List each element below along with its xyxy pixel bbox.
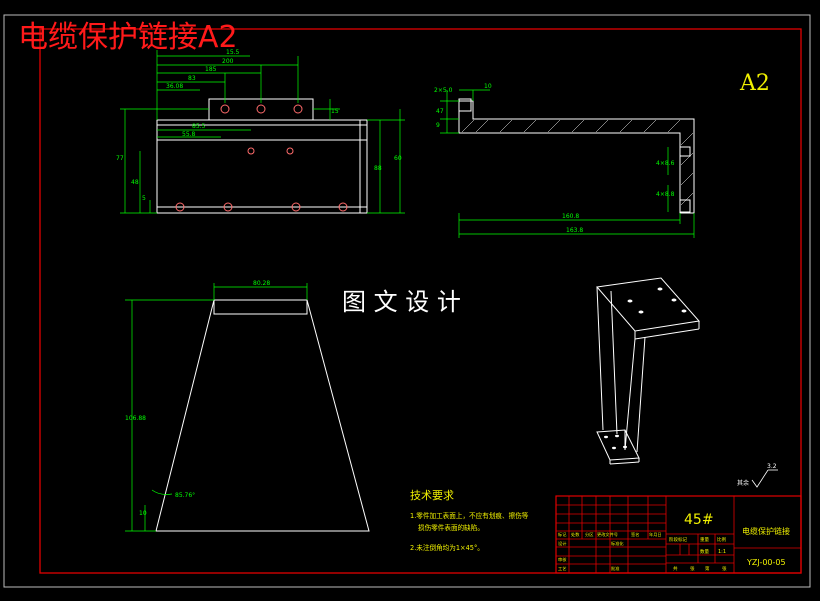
isometric-view — [596, 277, 700, 465]
surface-finish-symbol — [751, 469, 778, 488]
svg-text:4×8.8: 4×8.8 — [656, 191, 675, 198]
svg-text:185: 185 — [205, 66, 217, 73]
front-view-trapezoid — [155, 299, 370, 532]
svg-text:200: 200 — [222, 58, 234, 65]
svg-text:批准: 批准 — [611, 565, 619, 572]
svg-text:比例: 比例 — [717, 536, 726, 543]
front-view — [155, 299, 370, 532]
tech-req-line: 1.零件加工表面上，不应有划痕、擦伤等 — [410, 511, 529, 520]
outer-frame — [3, 14, 811, 588]
svg-text:标准化: 标准化 — [611, 540, 624, 547]
svg-text:审核: 审核 — [558, 556, 567, 563]
tech-req-line: 损伤零件表面的缺陷。 — [418, 523, 484, 532]
sheet-title: 电缆保护链接A2 — [18, 20, 238, 55]
top-view-dim-text: 15.5 200 185 83 36.08 15 77 88 85.5 55.8… — [116, 49, 402, 202]
svg-text:163.8: 163.8 — [566, 227, 583, 234]
svg-text:83: 83 — [188, 75, 196, 82]
svg-text:分区: 分区 — [585, 531, 593, 538]
side-view-dim-text: 2×5.0 10 47 9 4×8.6 4×8.8 160.8 163.8 — [434, 83, 675, 234]
svg-text:80.28: 80.28 — [253, 280, 270, 287]
bolt-hole — [291, 202, 301, 212]
svg-text:重量: 重量 — [700, 536, 709, 543]
svg-text:85.76°: 85.76° — [175, 492, 195, 499]
svg-text:15.5: 15.5 — [226, 49, 240, 56]
scale-value: 1:1 — [718, 549, 726, 555]
front-view-dim-text: 80.28 106.88 85.76° 10 — [125, 280, 270, 517]
svg-text:15: 15 — [331, 108, 339, 115]
material-label: 45# — [684, 512, 714, 528]
svg-text:2×5.0: 2×5.0 — [434, 87, 453, 94]
bolt-hole — [223, 202, 233, 212]
svg-text:张: 张 — [690, 565, 695, 572]
sheet-size-label: A2 — [739, 71, 770, 96]
svg-text:60: 60 — [394, 155, 402, 162]
svg-text:4×8.6: 4×8.6 — [656, 160, 675, 167]
svg-text:9: 9 — [436, 122, 440, 129]
svg-text:设计: 设计 — [558, 540, 566, 547]
bolt-hole — [338, 202, 348, 212]
bolt-hole — [293, 104, 303, 114]
svg-text:10: 10 — [139, 510, 147, 517]
svg-text:160.8: 160.8 — [562, 213, 579, 220]
title-block — [555, 495, 802, 574]
title-block-text: 45# 电缆保护链接 YZJ-00-05 1:1 阶段标记 重量 比例 数量 标… — [558, 512, 790, 572]
bolt-hole — [256, 104, 266, 114]
watermark-text: 图 文 设 计 — [342, 288, 461, 316]
svg-text:10: 10 — [484, 83, 492, 90]
svg-text:阶段标记: 阶段标记 — [669, 536, 687, 543]
svg-text:5: 5 — [142, 195, 146, 202]
bolt-hole — [247, 147, 255, 155]
side-view-bracket — [679, 199, 691, 213]
bolt-hole — [286, 147, 294, 155]
inner-frame — [39, 28, 802, 574]
svg-text:55.8: 55.8 — [182, 131, 196, 138]
svg-text:数量: 数量 — [700, 548, 709, 555]
svg-text:85.5: 85.5 — [192, 123, 206, 130]
iso-bottom-foot — [596, 429, 640, 461]
svg-text:77: 77 — [116, 155, 124, 162]
tech-req-heading: 技术要求 — [410, 489, 454, 502]
front-view-dimensions — [125, 283, 308, 532]
svg-text:年月日: 年月日 — [649, 531, 662, 538]
side-view-bracket — [679, 146, 691, 157]
svg-text:47: 47 — [436, 108, 444, 115]
svg-text:标记: 标记 — [558, 531, 567, 538]
isometric-holes — [604, 287, 687, 450]
bolt-hole — [175, 202, 185, 212]
surface-finish-value: 3.2 — [767, 463, 777, 470]
svg-text:88: 88 — [374, 165, 382, 172]
svg-text:106.88: 106.88 — [125, 415, 146, 422]
svg-text:48: 48 — [131, 179, 139, 186]
top-view-body — [156, 119, 368, 214]
svg-text:更改文件号: 更改文件号 — [597, 531, 618, 538]
top-view-dimensions — [120, 50, 405, 214]
bolt-hole — [220, 104, 230, 114]
side-view-dimensions — [440, 89, 695, 238]
side-view-top-tab — [458, 98, 472, 112]
svg-text:张: 张 — [722, 565, 727, 572]
svg-text:签名: 签名 — [631, 531, 639, 538]
svg-text:第: 第 — [705, 565, 710, 572]
side-view-hatching — [461, 119, 694, 206]
tech-req-line: 2.未注倒角均为1×45°。 — [410, 543, 484, 552]
svg-text:36.08: 36.08 — [166, 83, 183, 90]
part-name: 电缆保护链接 — [742, 526, 790, 536]
drawing-number: YZJ-00-05 — [746, 558, 786, 567]
svg-text:共: 共 — [673, 565, 678, 572]
svg-text:工艺: 工艺 — [558, 566, 566, 571]
front-view-top-block — [213, 299, 308, 315]
svg-text:处数: 处数 — [571, 531, 580, 538]
top-view — [156, 98, 368, 214]
surface-finish-label: 其余 — [737, 479, 749, 487]
